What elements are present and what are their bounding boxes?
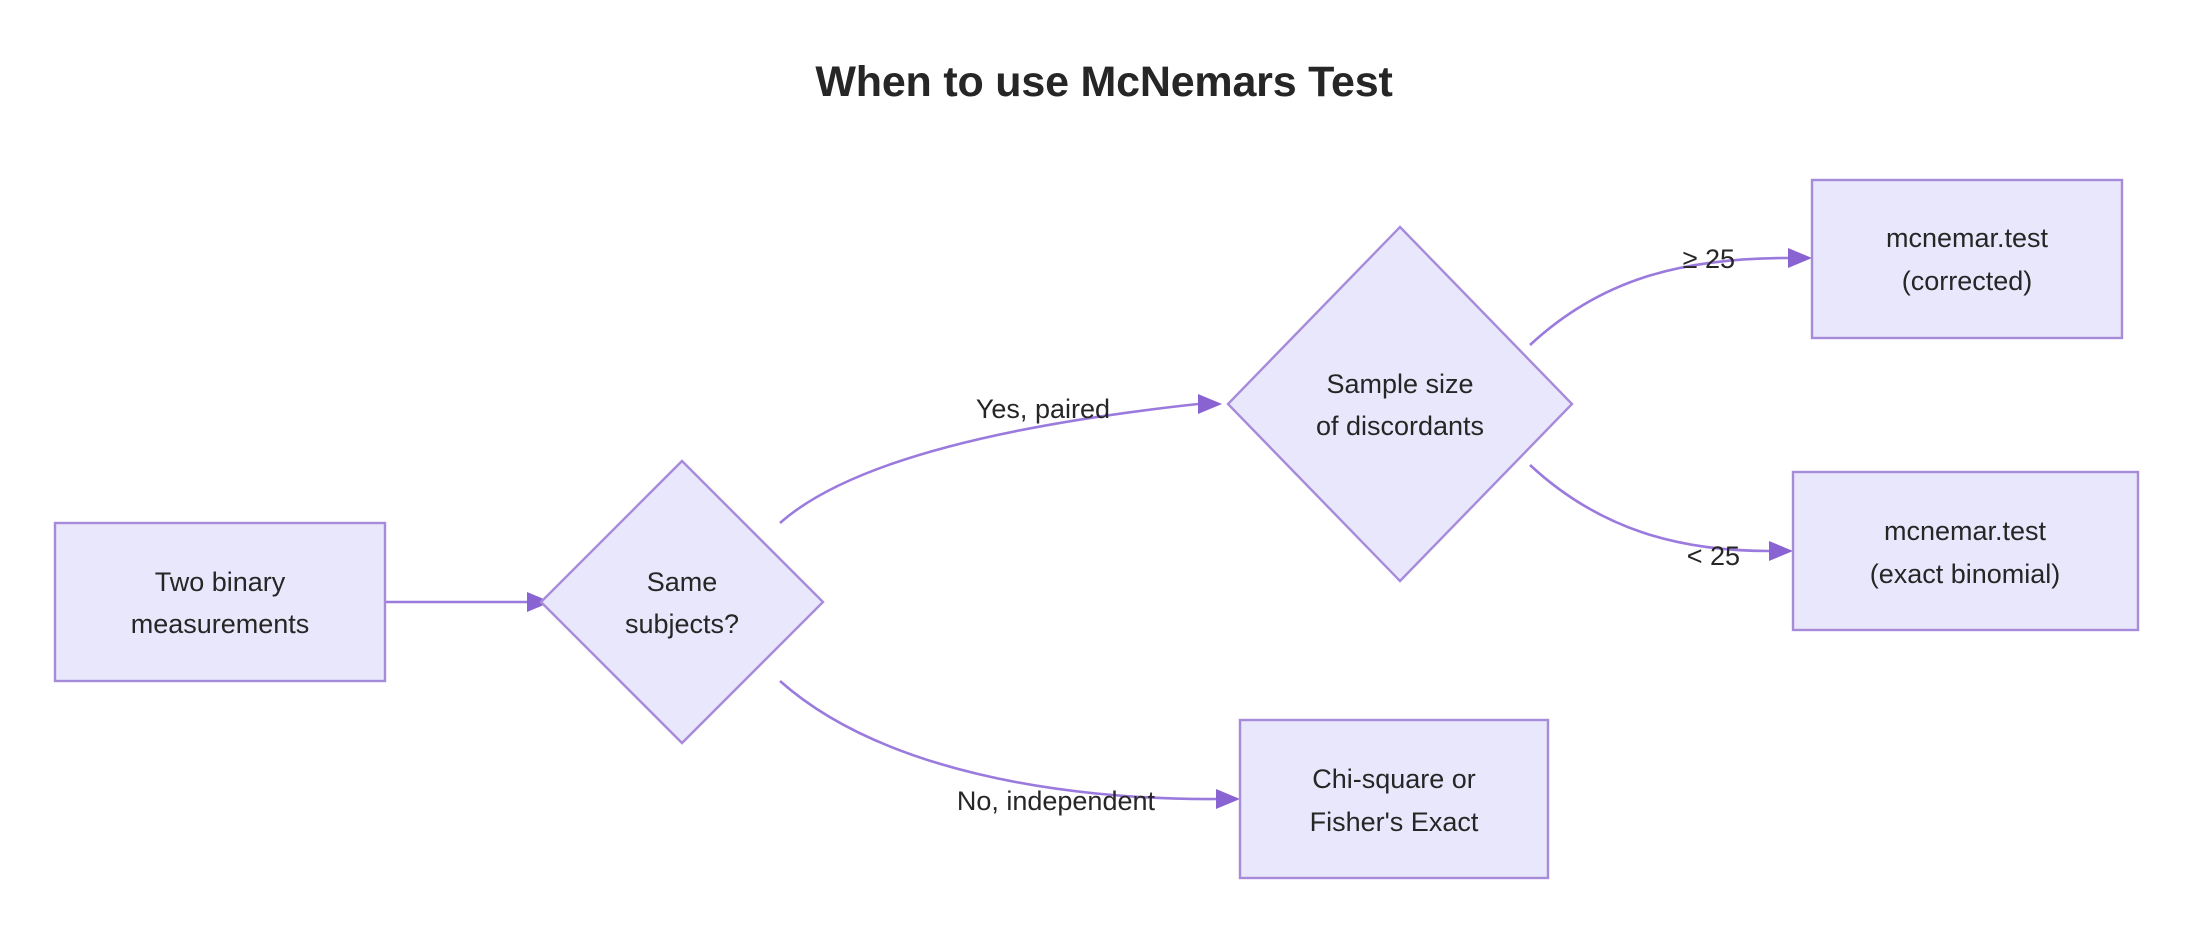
node-same-subjects[interactable]: Same subjects?: [539, 459, 825, 745]
node-label-line1: Same: [647, 567, 718, 597]
arrow-head-icon: [527, 592, 551, 612]
node-diamond: [1226, 225, 1574, 583]
edge-start-to-same-subjects: [385, 592, 551, 612]
page-title: When to use McNemars Test: [815, 58, 1393, 106]
node-label-line2: Fisher's Exact: [1310, 807, 1479, 837]
edge-label-ge-25: ≥ 25: [1683, 244, 1735, 274]
node-label-line2: subjects?: [625, 609, 739, 639]
node-rect: [1791, 470, 2140, 632]
node-sample-size-of-discordants[interactable]: Sample size of discordants: [1226, 225, 1574, 583]
edge-line: [779, 680, 1217, 801]
node-label-line1: mcnemar.test: [1886, 223, 2049, 253]
node-mcnemar-test-exact-binomial[interactable]: mcnemar.test (exact binomial): [1791, 470, 2140, 632]
node-diamond: [539, 459, 825, 745]
edge-line: [1529, 256, 1789, 346]
node-label-line1: Sample size: [1326, 369, 1473, 399]
node-rect: [1810, 178, 2124, 340]
node-label-line1: Chi-square or: [1312, 764, 1476, 794]
edge-same-subjects-to-chisq: No, independent: [779, 680, 1240, 816]
node-label-line2: of discordants: [1316, 411, 1484, 441]
node-two-binary-measurements[interactable]: Two binary measurements: [53, 521, 387, 683]
edge-label-lt-25: < 25: [1687, 541, 1740, 571]
node-label-line1: mcnemar.test: [1884, 516, 2047, 546]
node-label-line2: measurements: [131, 609, 310, 639]
edge-line: [779, 402, 1199, 524]
edge-same-subjects-to-sample-size: Yes, paired: [779, 394, 1222, 524]
edge-label-no-independent: No, independent: [957, 786, 1156, 816]
edge-line: [1529, 464, 1770, 553]
edge-sample-size-to-mcnemar-exact: < 25: [1529, 464, 1793, 571]
node-rect: [53, 521, 387, 683]
arrow-head-icon: [1198, 394, 1222, 414]
edge-sample-size-to-mcnemar-corrected: ≥ 25: [1529, 244, 1812, 346]
node-label-line1: Two binary: [155, 567, 286, 597]
arrow-head-icon: [1769, 541, 1793, 561]
arrow-head-icon: [1216, 789, 1240, 809]
edge-label-yes-paired: Yes, paired: [976, 394, 1110, 424]
arrow-head-icon: [1788, 248, 1812, 268]
node-rect: [1238, 718, 1550, 880]
node-label-line2: (exact binomial): [1870, 559, 2061, 589]
node-mcnemar-test-corrected[interactable]: mcnemar.test (corrected): [1810, 178, 2124, 340]
node-chisq-or-fisher-exact[interactable]: Chi-square or Fisher's Exact: [1238, 718, 1550, 880]
node-label-line2: (corrected): [1902, 266, 2033, 296]
